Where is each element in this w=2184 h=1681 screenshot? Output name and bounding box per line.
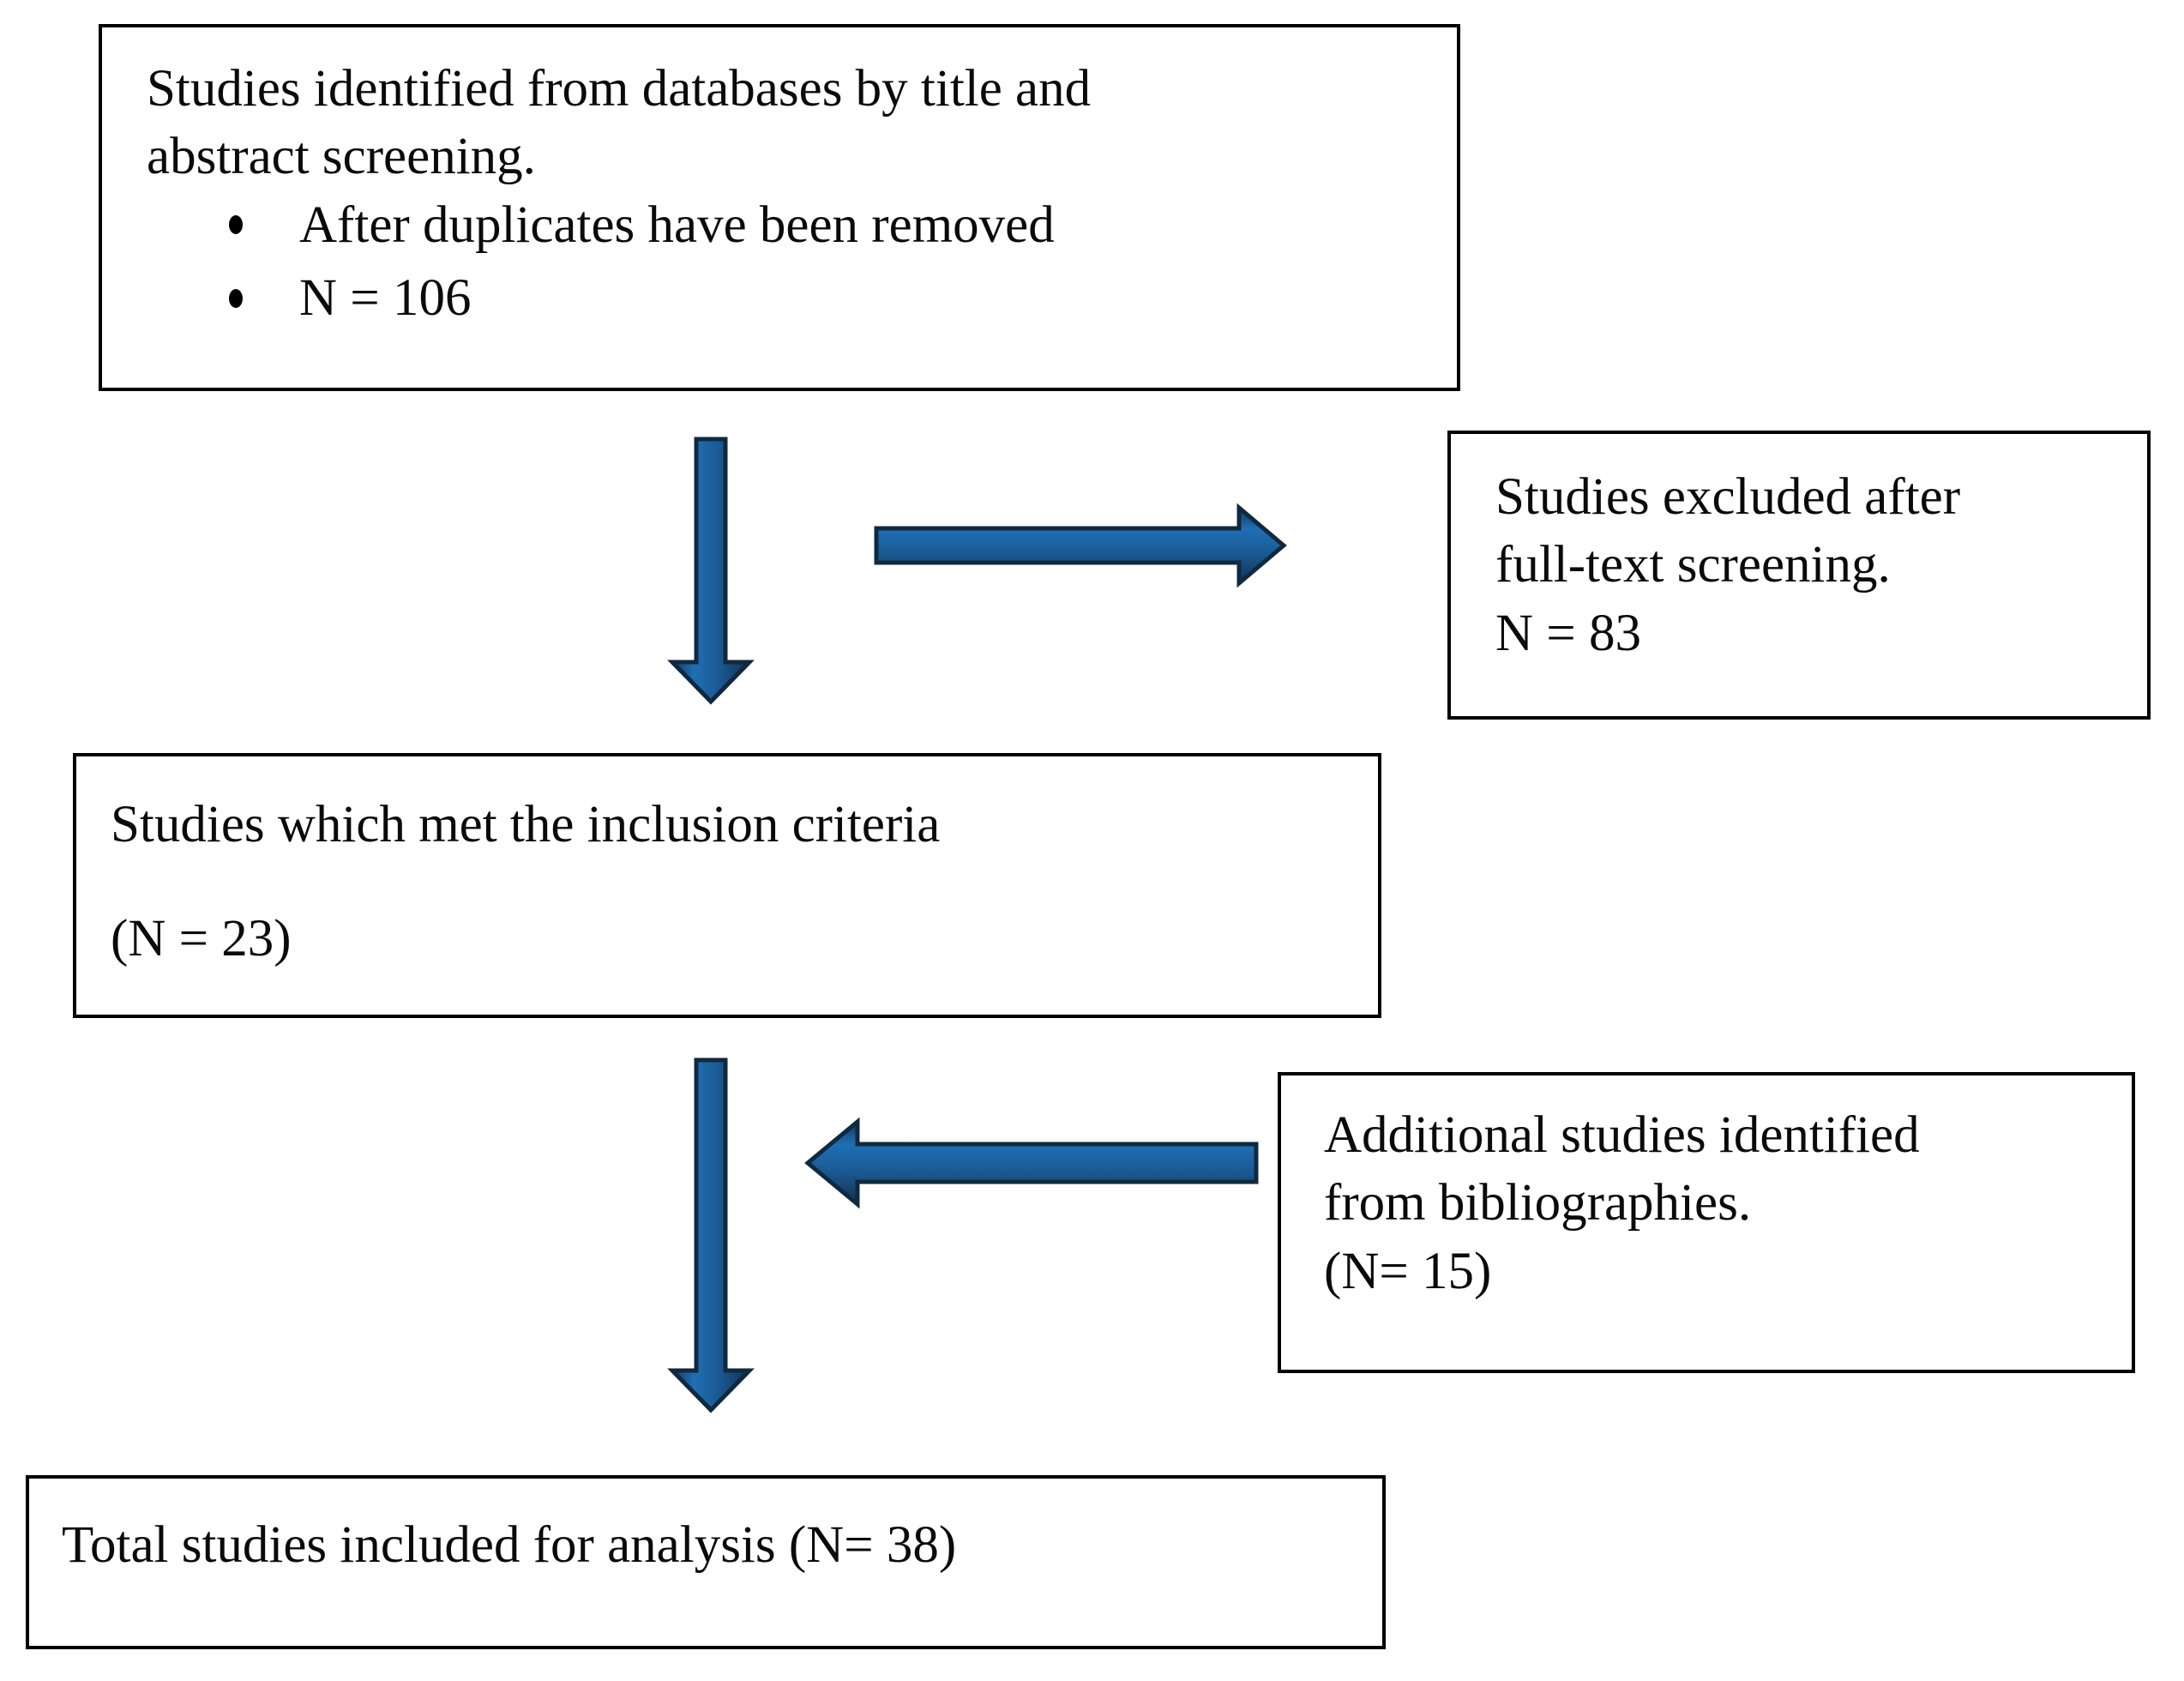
studies-identified-content: Studies identified from databases by tit… [147, 55, 1417, 337]
additional-studies-box: Additional studies identified from bibli… [1278, 1072, 2135, 1373]
spacer [111, 859, 1344, 905]
studies-inclusion-criteria-content: Studies which met the inclusion criteria… [111, 791, 1344, 973]
studies-excluded-count: N = 83 [1495, 604, 1641, 662]
studies-identified-box: Studies identified from databases by tit… [99, 24, 1460, 391]
total-studies-line1: Total studies included for analysis (N= … [62, 1516, 957, 1574]
bullet-icon [229, 288, 243, 308]
studies-identified-line1: Studies identified from databases by tit… [147, 60, 1092, 117]
bullet-label: After duplicates have been removed [299, 196, 1055, 254]
studies-identified-line2: abstract screening. [147, 128, 536, 186]
total-studies-content: Total studies included for analysis (N= … [62, 1511, 1357, 1579]
total-studies-box: Total studies included for analysis (N= … [26, 1475, 1386, 1649]
studies-identified-bullet-list: After duplicates have been removed N = 1… [147, 191, 1417, 333]
arrow-to-excluded [874, 503, 1287, 588]
studies-inclusion-criteria-box: Studies which met the inclusion criteria… [73, 753, 1381, 1018]
list-item: N = 106 [147, 264, 1417, 332]
additional-studies-line2: from bibliographies. [1324, 1174, 1752, 1232]
studies-inclusion-criteria-count: (N = 23) [111, 910, 292, 968]
additional-studies-content: Additional studies identified from bibli… [1324, 1101, 2108, 1305]
arrow-inclusion-to-total [667, 1057, 755, 1413]
studies-excluded-box: Studies excluded after full-text screeni… [1447, 431, 2151, 720]
list-item: After duplicates have been removed [147, 191, 1417, 259]
studies-excluded-line1: Studies excluded after [1495, 468, 1961, 526]
studies-excluded-content: Studies excluded after full-text screeni… [1495, 463, 2113, 667]
additional-studies-count: (N= 15) [1324, 1242, 1492, 1300]
studies-inclusion-criteria-line1: Studies which met the inclusion criteria [111, 796, 941, 853]
bullet-icon [229, 215, 243, 235]
arrow-identified-to-inclusion [667, 437, 755, 705]
bullet-label: N = 106 [299, 268, 472, 327]
arrow-additional-to-flow [804, 1117, 1259, 1209]
studies-excluded-line2: full-text screening. [1495, 536, 1891, 594]
additional-studies-line1: Additional studies identified [1324, 1106, 1920, 1164]
